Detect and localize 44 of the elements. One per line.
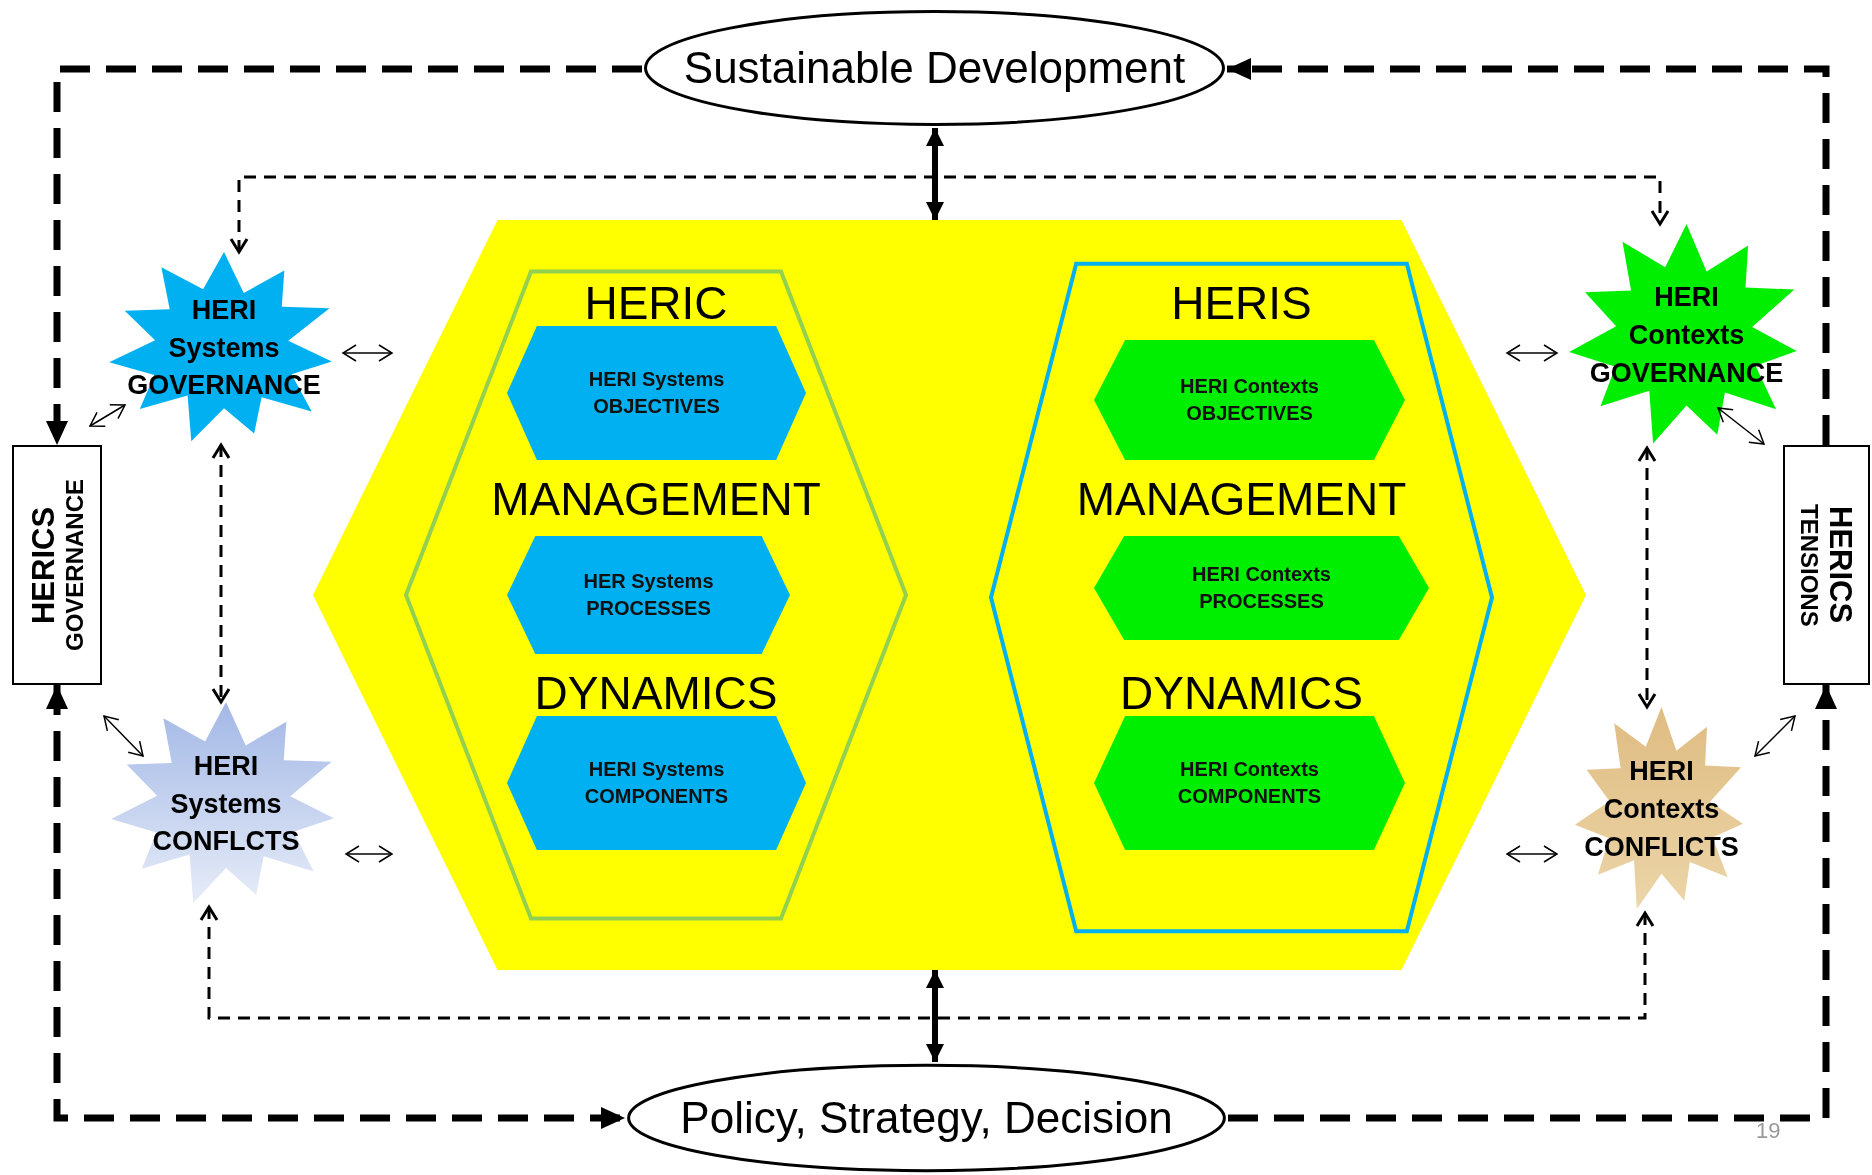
node-label: HER Systems PROCESSES [582,569,715,621]
arrow [1637,446,1657,709]
group-heading: DYNAMICS [533,670,779,716]
box-label: GOVERNANCE [62,479,87,651]
node-label: HERI Systems OBJECTIVES [587,367,726,419]
group-heading: HERIS [1170,280,1313,326]
box-label: HERICS [1825,506,1856,624]
arrow [926,128,944,220]
ellipse-node [642,8,1227,128]
vertical-label-box [1783,445,1870,685]
group-heading: MANAGEMENT [1075,476,1408,522]
arrow [342,344,393,362]
hexagon-box [507,326,806,460]
arrow [199,905,1655,1020]
arrow [229,175,1670,254]
node-label: Sustainable Development [683,46,1186,90]
arrow [89,404,126,427]
page-number: 19 [1756,1117,1781,1145]
node-label: HERI Contexts COMPONENTS [1176,757,1323,809]
hexagon-box [507,716,806,850]
box-label: TENSIONS [1797,503,1821,627]
group-heading: DYNAMICS [1119,670,1364,716]
arrow [1506,845,1558,863]
node-label: HERI Systems CONFLCTS [152,749,300,859]
node-label: HERI Systems COMPONENTS [583,757,730,809]
hexagon-box [1094,536,1429,640]
arrow [1506,344,1558,362]
node-label: Policy, Strategy, Decision [680,1096,1173,1140]
arrow [345,845,393,863]
arrow [1717,407,1765,445]
arrow [211,443,231,704]
arrow [1754,715,1796,757]
group-heading: MANAGEMENT [490,476,822,522]
box-label: HERICS [27,506,59,624]
node-label: HERI Contexts OBJECTIVES [1179,374,1320,426]
ellipse-node [625,1062,1228,1174]
group-heading: HERIC [583,280,729,326]
arrow [926,970,944,1062]
vertical-label-box [12,445,102,685]
node-label: HERI Contexts CONFLICTS [1584,755,1739,864]
node-label: HERI Contexts PROCESSES [1191,562,1332,614]
arrow [46,685,625,1129]
hexagon-box [1094,340,1405,460]
arrow [103,715,144,757]
